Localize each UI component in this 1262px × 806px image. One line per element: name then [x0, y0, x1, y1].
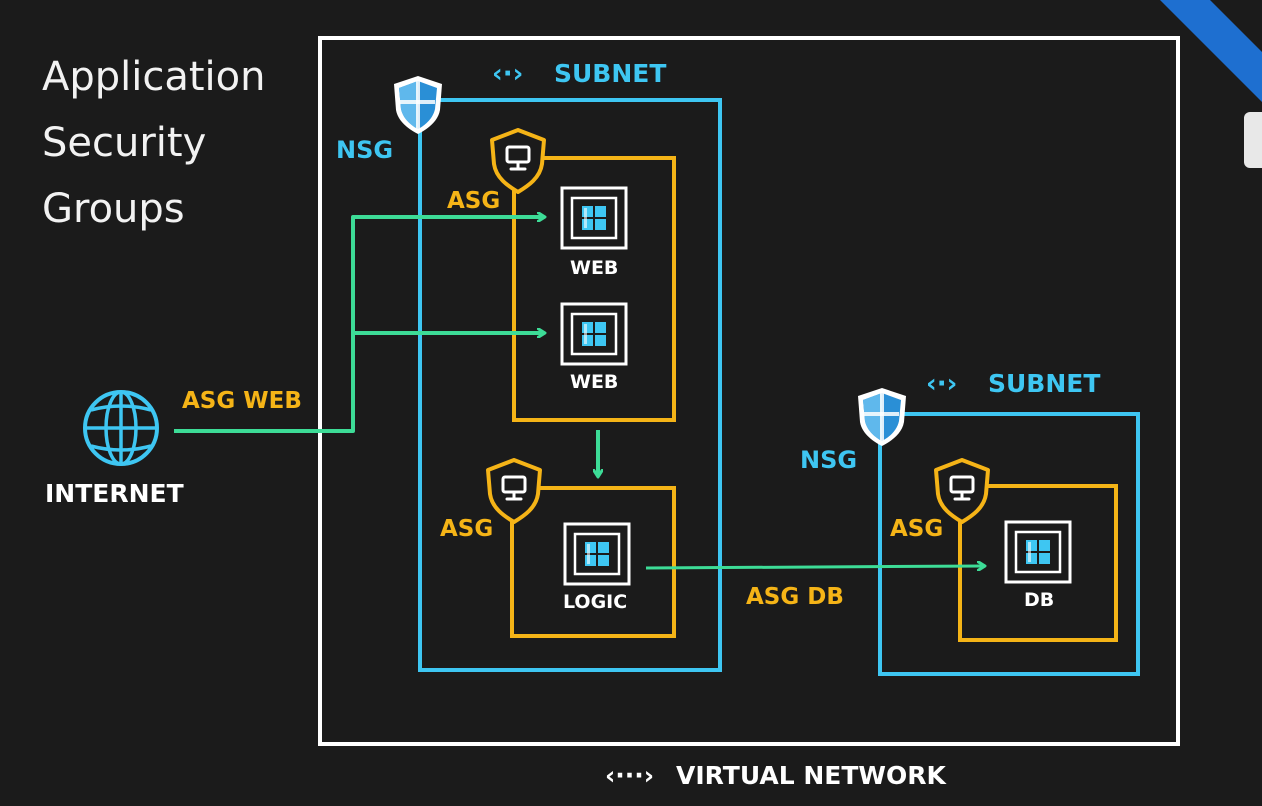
vm-label-logic: LOGIC — [563, 591, 627, 613]
vm-icon-logic — [563, 522, 631, 586]
internet-label: INTERNET — [45, 479, 184, 508]
asg-badge-icon-db — [934, 458, 990, 524]
nsg-shield-icon-right — [858, 388, 906, 446]
vm-icon-db — [1004, 520, 1072, 584]
asg-box-logic — [510, 486, 676, 638]
flow-logic-to-db — [645, 566, 984, 568]
subnet-glyph-right: ‹·› — [926, 369, 957, 399]
nsg-label-right: NSG — [800, 446, 857, 474]
subnet-label-right: SUBNET — [988, 369, 1100, 398]
subnet-label-left: SUBNET — [554, 59, 666, 88]
nsg-shield-icon-left — [394, 76, 442, 134]
virtual-network-label: VIRTUAL NETWORK — [676, 761, 947, 790]
vm-icon-web-2 — [560, 302, 628, 366]
corner-ribbon — [1160, 0, 1262, 102]
corner-tab — [1244, 112, 1262, 168]
globe-icon — [83, 390, 159, 466]
subnet-box-right — [878, 412, 1140, 676]
asg-box-web — [512, 156, 676, 422]
title-line-1: Application — [42, 54, 266, 100]
vm-label-web-2: WEB — [570, 371, 618, 393]
vm-label-db: DB — [1024, 589, 1054, 611]
vm-label-web-1: WEB — [570, 257, 618, 279]
subnet-box-left — [418, 98, 722, 672]
asg-box-db — [958, 484, 1118, 642]
title-line-3: Groups — [42, 186, 185, 232]
asg-badge-icon-web — [490, 128, 546, 194]
asg-web-rule-label: ASG WEB — [182, 388, 302, 414]
flow-internet-to-web-1 — [174, 217, 544, 433]
asg-label-logic: ASG — [440, 516, 493, 542]
nsg-label-left: NSG — [336, 136, 393, 164]
asg-label-web: ASG — [447, 188, 500, 214]
subnet-glyph-left: ‹·› — [492, 59, 523, 89]
asg-db-rule-label: ASG DB — [746, 584, 844, 610]
title-line-2: Security — [42, 120, 207, 166]
asg-label-db: ASG — [890, 516, 943, 542]
vnet-glyph: ‹···› — [605, 761, 654, 790]
vm-icon-web-1 — [560, 186, 628, 250]
asg-badge-icon-logic — [486, 458, 542, 524]
virtual-network-box — [318, 36, 1180, 746]
